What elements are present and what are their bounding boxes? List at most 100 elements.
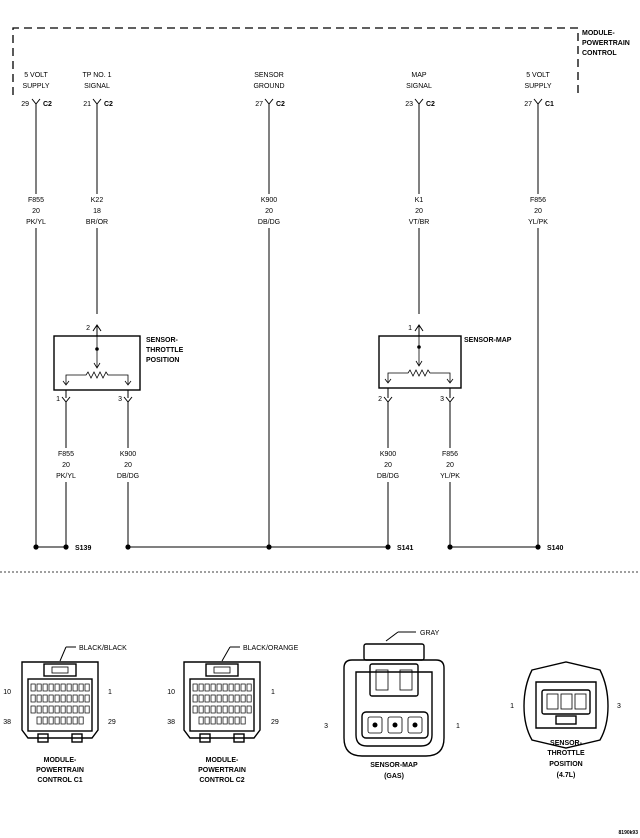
c1-tab-left [37, 733, 49, 743]
map-conn-caption-2: (GAS) [384, 773, 404, 780]
connector-cavity [30, 694, 36, 703]
wire-code-map2-lower: K900 20 DB/DG [374, 448, 402, 482]
c1-pin-1: 1 [108, 689, 112, 696]
pin2-conn: C2 [104, 101, 113, 108]
connector-cavity [84, 694, 90, 703]
connector-cavity [78, 705, 84, 714]
c1-latch-inner [51, 666, 69, 674]
connector-cavity [54, 694, 60, 703]
tps-name-3: POSITION [146, 357, 179, 364]
connector-cavity [216, 694, 222, 703]
c1-cavities [30, 683, 90, 725]
connector-cavity [72, 705, 78, 714]
splice-dot [535, 544, 541, 550]
connector-cavity [84, 683, 90, 692]
connector-cavity [210, 683, 216, 692]
pin4-conn: C2 [426, 101, 435, 108]
w1-gauge: 20 [32, 208, 40, 215]
connector-cavity [222, 683, 228, 692]
pin5-number: 27 [524, 101, 532, 108]
c1-callout: BLACK/BLACK [79, 645, 127, 652]
pin2-number: 21 [83, 101, 91, 108]
wl2-color: DB/DG [117, 473, 139, 480]
tps-conn-caption-4: (4.7L) [557, 772, 576, 779]
wire-code-3-upper: K900 20 DB/DG [255, 194, 283, 228]
wire-code-5-upper: F856 20 YL/PK [524, 194, 552, 228]
connector-cavity [72, 716, 78, 725]
wl1-color: PK/YL [56, 473, 76, 480]
pin2-fork-icon [92, 98, 102, 105]
wire-code-tps1-lower: F855 20 PK/YL [52, 448, 80, 482]
c1-caption-2: POWERTRAIN [36, 767, 84, 774]
module-box [12, 27, 579, 95]
connector-cavity [246, 705, 252, 714]
connector-cavity [36, 705, 42, 714]
wl4-code: F856 [442, 451, 458, 458]
wl4-gauge: 20 [446, 462, 454, 469]
tps-conn-face [541, 689, 591, 715]
c2-tab-left [199, 733, 211, 743]
connector-cavity [246, 694, 252, 703]
pin3-number: 27 [255, 101, 263, 108]
connector-cavity [222, 705, 228, 714]
pin5-conn: C1 [545, 101, 554, 108]
connector-cavity [78, 716, 84, 725]
tps-conn-caption-1: SENSOR- [550, 740, 583, 747]
connector-cavity [54, 716, 60, 725]
tps-conn-inner [535, 681, 597, 729]
map-conn-terminal [412, 722, 418, 728]
connector-cavity [234, 683, 240, 692]
connector-cavity [42, 683, 48, 692]
c2-pin-10: 10 [167, 689, 175, 696]
c2-caption-2: POWERTRAIN [198, 767, 246, 774]
pin2-label-1: TP NO. 1 [82, 72, 111, 79]
connector-cavity [198, 694, 204, 703]
wl2-gauge: 20 [124, 462, 132, 469]
connector-cavity [198, 705, 204, 714]
map-wiper-node [417, 345, 421, 349]
c2-pin-38: 38 [167, 719, 175, 726]
c2-latch-inner [213, 666, 231, 674]
connector-cavity [240, 694, 246, 703]
pin4-label-2: SIGNAL [406, 83, 432, 90]
c2-latch [205, 663, 239, 677]
module-title-3: CONTROL [582, 50, 617, 57]
connector-cavity [192, 683, 198, 692]
tps-sensor: 2 SENSOR- THROTTLE POSITION 1 3 [53, 324, 184, 403]
connector-cavity [48, 683, 54, 692]
tps-resistor-icon [65, 371, 129, 384]
map-arrow-left-icon [384, 378, 392, 384]
c2-pin-1: 1 [271, 689, 275, 696]
tps-conn-cavity [546, 693, 559, 710]
connector-cavity [204, 683, 210, 692]
tps-conn-pin-1: 1 [510, 703, 514, 710]
tps-conn-caption-2: THROTTLE [547, 750, 585, 757]
connector-cavity [228, 694, 234, 703]
connector-cavity [48, 716, 54, 725]
wl3-gauge: 20 [384, 462, 392, 469]
map-conn-latch-slot-2 [399, 669, 413, 691]
map-top-pin: 1 [408, 325, 412, 332]
c2-face [189, 678, 255, 732]
tps-conn-cavity [560, 693, 573, 710]
module-pin-27-c2: 27 C2 [255, 98, 285, 108]
c1-tab-right [71, 733, 83, 743]
map-conn-callout: GRAY [420, 630, 440, 637]
w3-code: K900 [261, 197, 277, 204]
map-conn-body [343, 659, 445, 757]
wire-code-2-upper: K22 18 BR/OR [83, 194, 111, 228]
module-pin-29-c2: 29 C2 [21, 98, 52, 108]
wire-code-4-upper: K1 20 VT/BR [405, 194, 433, 228]
splice-dot [385, 544, 391, 550]
map-conn-cavity [387, 716, 403, 734]
connector-cavity [192, 705, 198, 714]
tps-pin-3: 3 [118, 396, 122, 403]
connector-cavity [78, 683, 84, 692]
c1-caption-1: MODULE- [44, 757, 77, 764]
connector-cavity [216, 716, 222, 725]
map-conn-inner [355, 671, 433, 747]
splice-dot [63, 544, 69, 550]
map-conn-cavity [407, 716, 423, 734]
connector-cavity [30, 683, 36, 692]
connector-c2: BLACK/ORANGE 10 1 38 29 MODULE- POWERTRA… [167, 645, 298, 784]
